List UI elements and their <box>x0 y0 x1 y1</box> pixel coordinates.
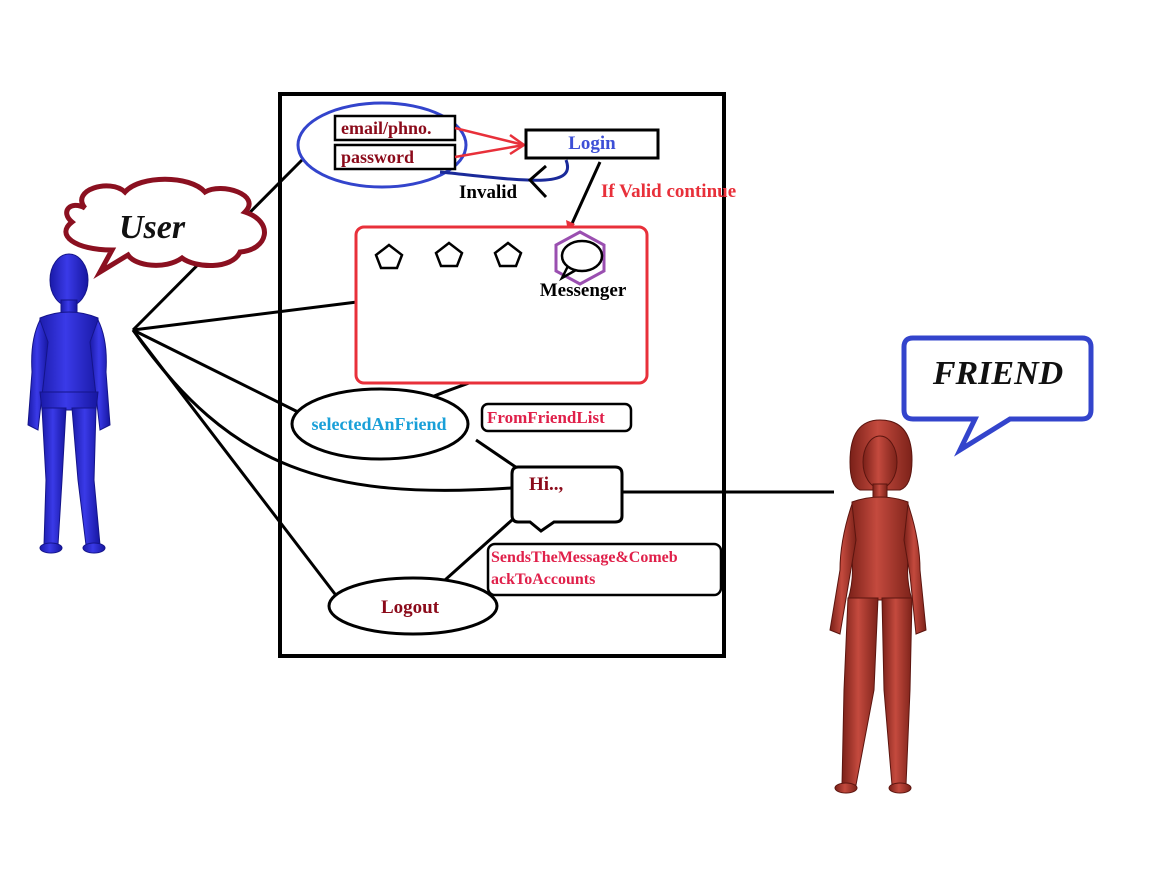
message-bubble[interactable] <box>510 465 624 533</box>
select-friend-usecase[interactable] <box>290 387 470 461</box>
valid-label: If Valid continue <box>601 181 736 202</box>
credentials-ellipse <box>296 101 468 189</box>
user-thought-cloud <box>63 176 267 279</box>
login-button-label: Login <box>568 133 616 154</box>
login-button[interactable] <box>524 128 660 160</box>
invalid-label: Invalid <box>459 182 518 203</box>
friend-speech-bubble <box>901 335 1094 457</box>
logout-label: Logout <box>381 597 440 618</box>
user-associations <box>131 158 512 599</box>
credential-arrows <box>454 126 527 159</box>
invalid-arrowhead <box>527 164 548 199</box>
pentagon-icon[interactable] <box>493 241 523 268</box>
sends-message-line2: ackToAccounts <box>491 571 595 588</box>
select-friend-label: selectedAnFriend <box>312 414 447 434</box>
logout-usecase[interactable] <box>327 576 499 636</box>
pentagon-icon[interactable] <box>434 241 464 268</box>
sends-message-line1: SendsTheMessage&Comeb <box>491 549 678 566</box>
chat-bubble-icon <box>559 239 604 282</box>
invalid-arrow <box>439 159 570 182</box>
from-friend-list-label: FromFriendList <box>487 408 605 427</box>
friend-label: FRIEND <box>932 355 1063 392</box>
email-field-label: email/phno. <box>341 118 432 138</box>
password-field-label: password <box>341 147 414 167</box>
message-text: Hi.., <box>529 474 564 495</box>
app-screen <box>354 225 649 385</box>
user-actor-figure <box>27 253 111 554</box>
friend-actor-figure <box>829 419 927 794</box>
from-friend-list-note <box>480 402 633 433</box>
app-icons <box>374 241 523 270</box>
user-label: User <box>119 209 186 246</box>
system-boundary <box>278 92 726 658</box>
sends-message-note <box>486 542 723 597</box>
messenger-label: Messenger <box>540 280 627 301</box>
pentagon-icon[interactable] <box>374 243 404 270</box>
messenger-hexagon-icon[interactable] <box>554 230 606 286</box>
